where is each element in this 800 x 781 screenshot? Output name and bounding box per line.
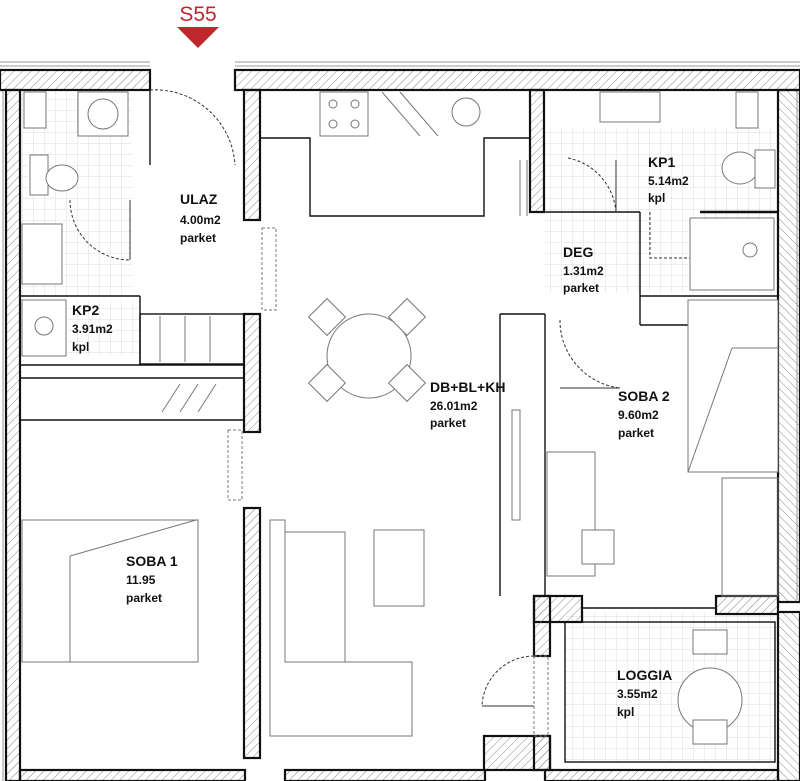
room-kp2-floor: kpl <box>72 340 89 354</box>
room-loggia-floor: kpl <box>617 705 634 719</box>
room-kp1-name: KP1 <box>648 154 675 170</box>
room-living-floor: parket <box>430 416 466 430</box>
room-ulaz-area: 4.00m2 <box>180 213 221 227</box>
room-loggia-area: 3.55m2 <box>617 687 658 701</box>
interior-walls <box>20 90 778 763</box>
room-soba2-area: 9.60m2 <box>618 408 659 422</box>
room-ulaz-floor: parket <box>180 231 216 245</box>
room-deg-floor: parket <box>563 281 599 295</box>
room-kp1-area: 5.14m2 <box>648 174 689 188</box>
room-soba1-floor: parket <box>126 591 162 605</box>
room-soba1-area: 11.95 <box>126 573 156 587</box>
unit-marker: S55 <box>177 3 219 48</box>
room-kp1-floor: kpl <box>648 191 665 205</box>
room-soba2-name: SOBA 2 <box>618 388 670 404</box>
entrance-arrow-icon <box>177 27 219 48</box>
room-loggia-name: LOGGIA <box>617 667 672 683</box>
room-ulaz-name: ULAZ <box>180 191 218 207</box>
room-living-name: DB+BL+KH <box>430 379 505 395</box>
room-soba2-floor: parket <box>618 426 654 440</box>
doors <box>69 89 690 737</box>
walls <box>0 68 800 781</box>
room-kp2-area: 3.91m2 <box>72 322 113 336</box>
room-living-area: 26.01m2 <box>430 399 478 413</box>
room-kp2-name: KP2 <box>72 302 99 318</box>
room-labels: ULAZ 4.00m2 parket KP2 3.91m2 kpl DB+BL+… <box>72 154 689 719</box>
furniture <box>21 91 779 745</box>
unit-code: S55 <box>179 3 216 26</box>
room-deg-area: 1.31m2 <box>563 264 604 278</box>
room-deg-name: DEG <box>563 244 593 260</box>
room-soba1-name: SOBA 1 <box>126 553 178 569</box>
